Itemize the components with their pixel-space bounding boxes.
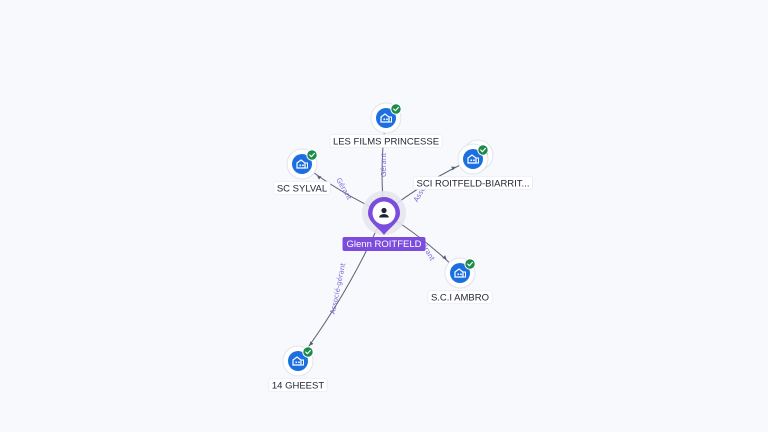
- verified-check-icon: [302, 346, 314, 358]
- edge-arrow: [309, 341, 314, 346]
- company-name: SCI ROITFELD-BIARRIT...: [417, 179, 530, 190]
- company-building-icon: [292, 356, 304, 366]
- company-node[interactable]: 14 GHEEST: [268, 345, 328, 392]
- company-building-icon: [380, 113, 392, 123]
- edge-arrow: [451, 166, 456, 171]
- company-node[interactable]: SC SYLVAL: [273, 148, 331, 195]
- company-name: 14 GHEEST: [272, 381, 324, 392]
- edge-arrow: [317, 175, 322, 180]
- verified-check-icon: [464, 258, 476, 270]
- company-node[interactable]: S.C.I AMBRO: [427, 257, 493, 304]
- company-building-icon: [296, 159, 308, 169]
- company-node-disc: [376, 108, 396, 128]
- verified-check-icon: [390, 103, 402, 115]
- person-name: Glenn ROITFELD: [347, 239, 422, 250]
- verified-check-icon: [477, 144, 489, 156]
- company-building-icon: [467, 154, 479, 164]
- person-name-label: Glenn ROITFELD: [342, 237, 426, 251]
- edge-relation-label: Gérant: [334, 177, 353, 202]
- company-node[interactable]: SCI ROITFELD-BIARRIT...: [413, 139, 533, 190]
- company-node-disc: [288, 351, 308, 371]
- person-node[interactable]: Glenn ROITFELD: [342, 191, 426, 251]
- company-name: LES FILMS PRINCESSE: [333, 137, 439, 148]
- relation-edge: Associé-gérant: [297, 212, 385, 362]
- company-name: SC SYLVAL: [277, 184, 327, 195]
- company-name-label: S.C.I AMBRO: [427, 290, 493, 304]
- verified-check-icon: [306, 149, 318, 161]
- company-name-label: SC SYLVAL: [273, 181, 331, 195]
- edge-arrow: [442, 255, 447, 260]
- company-name: S.C.I AMBRO: [431, 293, 489, 304]
- company-name-label: LES FILMS PRINCESSE: [329, 134, 443, 148]
- company-node-disc: [463, 149, 483, 169]
- company-node-disc: [292, 154, 312, 174]
- nodes-layer: LES FILMS PRINCESSE SC SYLVAL SCI ROITFELD…: [268, 102, 533, 392]
- company-node-disc: [450, 263, 470, 283]
- company-name-label: SCI ROITFELD-BIARRIT...: [413, 176, 533, 190]
- edge-relation-label: Gérant: [380, 153, 388, 177]
- company-building-icon: [454, 268, 466, 278]
- edge-relation-label: Associé-gérant: [329, 262, 348, 315]
- company-node[interactable]: LES FILMS PRINCESSE: [329, 102, 443, 148]
- company-name-label: 14 GHEEST: [268, 378, 328, 392]
- person-icon: [379, 207, 389, 218]
